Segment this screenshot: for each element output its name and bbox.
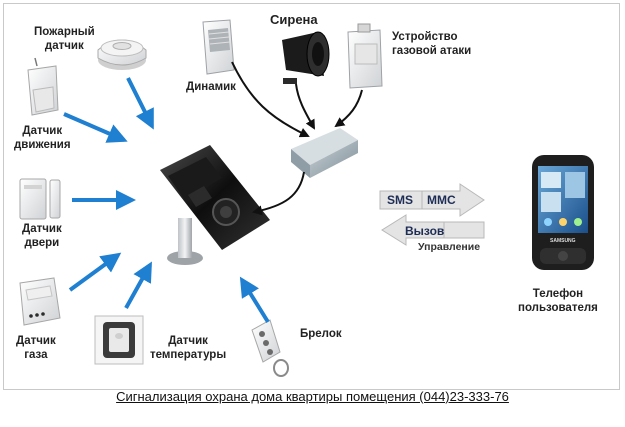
speaker-icon [202,19,235,75]
smoke-detector-label-line1: Пожарный [34,26,95,38]
gas-sensor-label: Датчик газа [16,334,56,362]
speaker-wire [231,61,310,138]
user-phone-icon [532,155,594,270]
motion-sensor-label: Датчик движения [14,124,71,152]
user-phone-label-line1: Телефон [532,288,584,300]
key-fob-label: Брелок [300,328,342,340]
smoke-detector-label-line2: датчик [44,40,84,52]
door-sensor-label-line2: двери [24,237,60,249]
motion-sensor-label-line2: движения [14,139,71,151]
call-label: Вызов [405,224,445,238]
temperature-to-camera-arrow [124,261,152,309]
key-fob-icon [251,319,289,377]
gas-to-camera-arrow [68,252,122,292]
user-phone-label: Телефон пользователя [518,287,598,315]
control-label: Управление [418,241,481,253]
gas-attack-device-icon [347,23,383,89]
user-phone-label-line2: пользователя [518,302,598,314]
hub-to-camera-wire [252,171,305,216]
motion-to-camera-arrow [63,112,128,143]
door-sensor-label: Датчик двери [22,222,62,250]
phone-brand-label: SAMSUNG [550,238,576,244]
temperature-sensor-label-line1: Датчик [168,335,208,347]
control-hub-icon [291,128,358,178]
call-control-arrow [381,214,485,246]
smoke-detector-icon [97,39,147,70]
footer-link[interactable]: Сигнализация охрана дома квартиры помеще… [116,389,509,404]
mms-label: MMC [427,193,456,207]
gas-sensor-label-line1: Датчик [16,335,56,347]
door-sensor-icon [19,178,61,220]
sms-mms-arrow [379,183,485,217]
gas-sensor-icon [19,277,61,326]
gas-attack-label-line2: газовой атаки [392,45,472,57]
smoke-detector-label: Пожарный датчик [34,25,95,53]
motion-sensor-label-line1: Датчик [22,125,63,137]
motion-sensor-icon [27,57,59,116]
siren-icon [282,31,330,84]
gas-sensor-label-line2: газа [24,349,48,361]
gas-attack-device-label: Устройство газовой атаки [392,30,471,58]
temperature-sensor-icon [94,315,144,365]
temperature-sensor-label-line2: температуры [150,349,227,361]
gas-attack-label-line1: Устройство [392,31,458,43]
gas-attack-wire [334,89,363,128]
main-camera-unit-icon [160,145,270,265]
door-sensor-label-line1: Датчик [22,223,62,235]
keyfob-to-camera-arrow [239,276,270,324]
speaker-label: Динамик [186,81,236,93]
smoke-to-camera-arrow [126,77,154,130]
siren-label: Сирена [270,12,318,27]
temperature-sensor-label: Датчик температуры [150,334,226,362]
sms-label: SMS [387,193,414,207]
siren-wire [295,83,315,130]
footer-caption: Сигнализация охрана дома квартиры помеще… [0,389,625,404]
